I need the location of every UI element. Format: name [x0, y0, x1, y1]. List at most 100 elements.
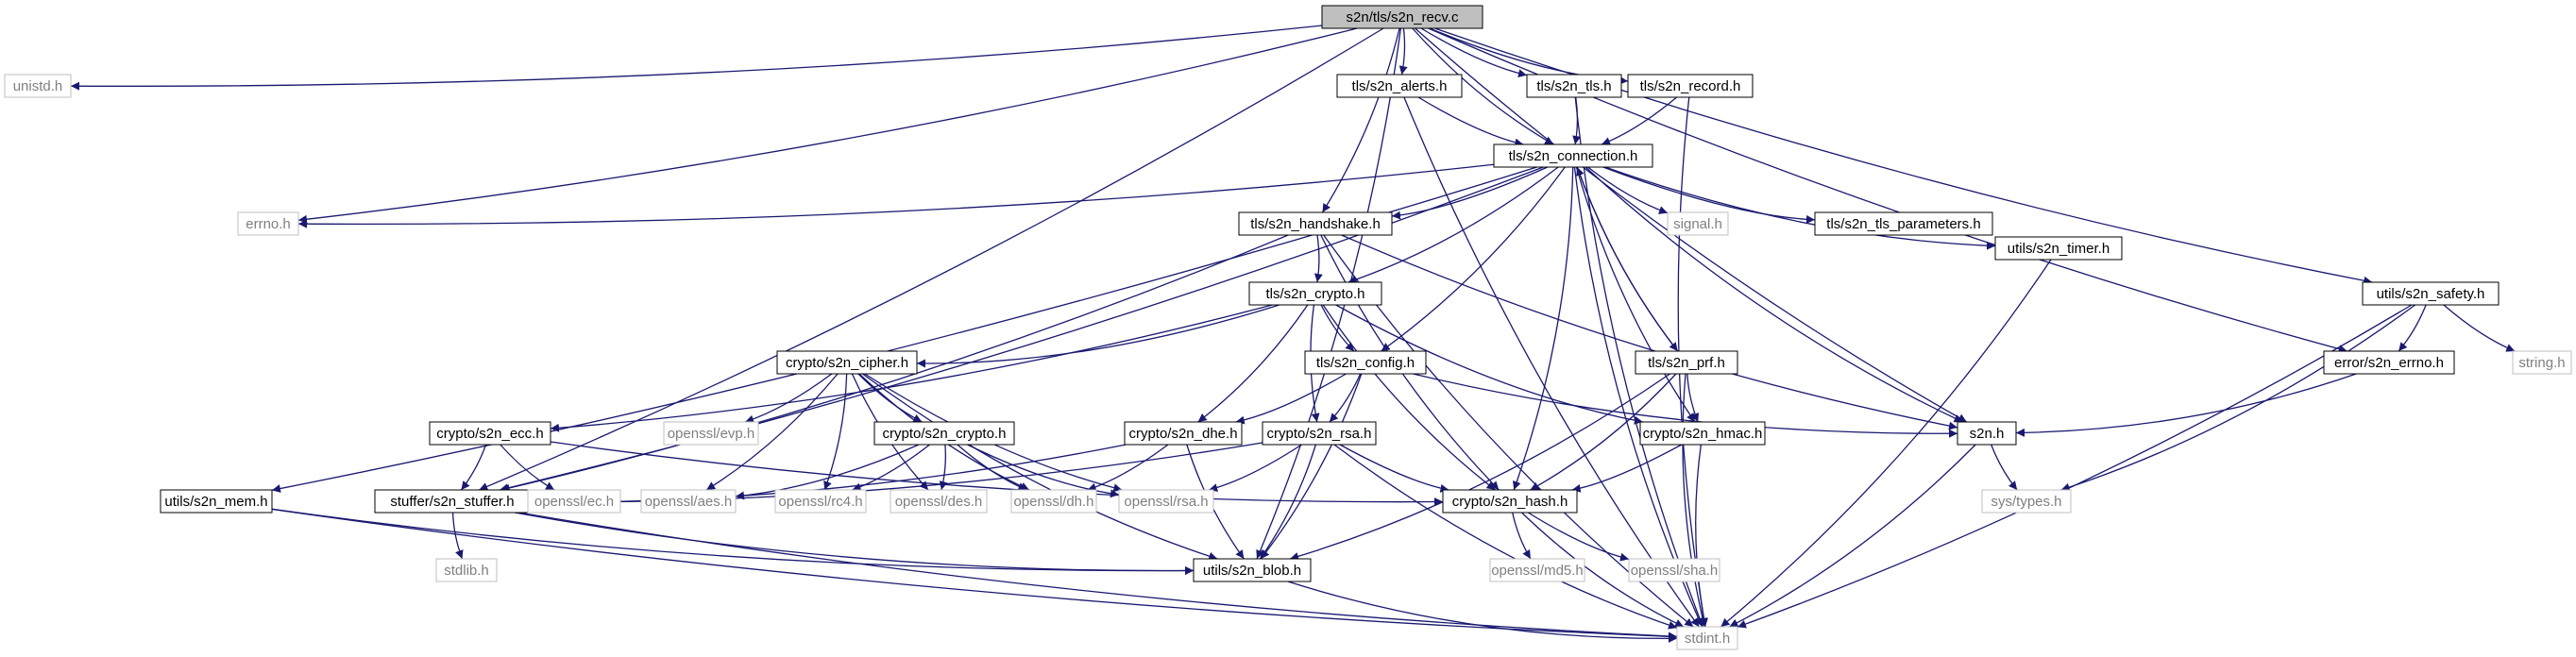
- edge-conn-to-timer: [1604, 166, 1996, 250]
- node-handshake-box: [1238, 211, 1393, 236]
- node-stuffer[interactable]: stuffer/s2n_stuffer.h: [374, 489, 531, 514]
- node-evp-box: [663, 421, 759, 446]
- node-aes-label: openssl/aes.h: [645, 494, 733, 510]
- node-hmac-label: crypto/s2n_hmac.h: [1643, 426, 1763, 442]
- node-rc4-label: openssl/rc4.h: [778, 494, 862, 510]
- edge-layer: [70, 25, 2516, 643]
- node-rsa-label: crypto/s2n_rsa.h: [1267, 426, 1372, 442]
- node-tls[interactable]: tls/s2n_tls.h: [1526, 74, 1622, 98]
- node-dhe-label: crypto/s2n_dhe.h: [1128, 426, 1237, 442]
- node-tlscrypto-label: tls/s2n_crypto.h: [1265, 286, 1364, 302]
- node-conn-label: tls/s2n_connection.h: [1509, 148, 1638, 164]
- node-rsa[interactable]: crypto/s2n_rsa.h: [1262, 421, 1377, 446]
- node-s2nh[interactable]: s2n.h: [1957, 421, 2017, 446]
- node-md5: openssl/md5.h: [1489, 558, 1585, 582]
- node-prf-label: tls/s2n_prf.h: [1648, 355, 1725, 371]
- node-stdlib-box: [435, 558, 498, 582]
- edge-ecc-to-stuffer: [460, 444, 487, 491]
- edge-tlscrypto-to-hash: [1322, 304, 1496, 491]
- edge-cipher-to-aes: [705, 373, 839, 491]
- node-config[interactable]: tls/s2n_config.h: [1304, 350, 1427, 375]
- edge-rsa-to-stuffer: [529, 442, 1263, 507]
- node-tlsparams-box: [1814, 211, 1993, 236]
- edge-prf-to-stdint: [1682, 373, 1707, 628]
- node-alerts-label: tls/s2n_alerts.h: [1352, 78, 1448, 94]
- node-md5-box: [1489, 558, 1585, 582]
- node-evp: openssl/evp.h: [663, 421, 759, 446]
- edge-cipher-to-evp: [744, 373, 833, 424]
- edge-s2nerrno-to-s2nh: [2015, 373, 2357, 437]
- node-config-box: [1304, 350, 1427, 375]
- node-unistd-label: unistd.h: [13, 78, 63, 94]
- node-config-label: tls/s2n_config.h: [1316, 355, 1415, 371]
- node-rc4-box: [774, 489, 867, 514]
- node-ccrypto[interactable]: crypto/s2n_crypto.h: [873, 421, 1015, 446]
- node-hmac-box: [1639, 421, 1766, 446]
- node-stdint-label: stdint.h: [1685, 631, 1730, 647]
- node-handshake[interactable]: tls/s2n_handshake.h: [1238, 211, 1393, 236]
- node-blob[interactable]: utils/s2n_blob.h: [1193, 558, 1312, 582]
- edge-stuffer-to-blob: [514, 512, 1195, 576]
- node-conn[interactable]: tls/s2n_connection.h: [1493, 143, 1653, 168]
- node-s2nerrno[interactable]: error/s2n_errno.h: [2323, 350, 2455, 375]
- node-tlscrypto[interactable]: tls/s2n_crypto.h: [1248, 281, 1382, 306]
- node-des-label: openssl/des.h: [895, 494, 983, 510]
- node-errno: errno.h: [237, 211, 299, 236]
- node-blob-label: utils/s2n_blob.h: [1203, 563, 1301, 579]
- node-md5-label: openssl/md5.h: [1491, 563, 1584, 579]
- edge-safety-to-string: [2443, 304, 2516, 352]
- node-unistd: unistd.h: [4, 74, 72, 98]
- node-mem[interactable]: utils/s2n_mem.h: [160, 489, 273, 514]
- node-hmac[interactable]: crypto/s2n_hmac.h: [1639, 421, 1766, 446]
- node-safety[interactable]: utils/s2n_safety.h: [2362, 281, 2500, 306]
- node-errno-label: errno.h: [246, 216, 291, 232]
- node-unistd-box: [4, 74, 72, 98]
- node-stdlib: stdlib.h: [435, 558, 498, 582]
- node-ccrypto-box: [873, 421, 1015, 446]
- node-cipher[interactable]: crypto/s2n_cipher.h: [776, 350, 918, 375]
- edge-cipher-to-blob: [861, 373, 1218, 561]
- edge-rsa-to-orsa: [1209, 444, 1302, 493]
- edge-handshake-to-s2nh: [1341, 234, 1958, 430]
- node-sha-box: [1628, 558, 1720, 582]
- edge-hmac-to-stdint: [1695, 444, 1708, 628]
- node-signal-label: signal.h: [1673, 216, 1722, 232]
- node-ecc[interactable]: crypto/s2n_ecc.h: [429, 421, 551, 446]
- node-dhe[interactable]: crypto/s2n_dhe.h: [1124, 421, 1243, 446]
- edge-cipher-to-rc4: [823, 373, 848, 491]
- node-systypes-box: [1981, 489, 2072, 514]
- edge-mem-to-stdint: [271, 508, 1678, 641]
- node-record[interactable]: tls/s2n_record.h: [1627, 74, 1754, 98]
- node-prf[interactable]: tls/s2n_prf.h: [1635, 350, 1738, 375]
- node-evp-label: openssl/evp.h: [668, 426, 755, 442]
- edge-alerts-to-stdint: [1403, 96, 1700, 628]
- edge-rsa-to-hash: [1339, 444, 1449, 493]
- edge-safety-to-s2nerrno: [2398, 304, 2427, 352]
- edge-ecc-to-hash: [550, 441, 1444, 507]
- edge-root-to-errno: [297, 27, 1358, 224]
- node-conn-box: [1493, 143, 1653, 168]
- node-tlsparams[interactable]: tls/s2n_tls_parameters.h: [1814, 211, 1993, 236]
- node-string: string.h: [2512, 350, 2572, 375]
- edge-s2nh-to-systypes: [1991, 444, 2018, 491]
- edge-prf-to-conn: [1576, 166, 1679, 352]
- node-sha-label: openssl/sha.h: [1631, 563, 1719, 579]
- edge-rsa-to-blob: [1259, 444, 1316, 560]
- node-root[interactable]: s2n/tls/s2n_recv.c: [1321, 5, 1483, 29]
- node-errno-box: [237, 211, 299, 236]
- node-alerts-box: [1336, 74, 1463, 98]
- node-timer-label: utils/s2n_timer.h: [2008, 241, 2110, 257]
- node-hash[interactable]: crypto/s2n_hash.h: [1442, 489, 1578, 514]
- node-timer[interactable]: utils/s2n_timer.h: [1994, 236, 2123, 261]
- node-alerts[interactable]: tls/s2n_alerts.h: [1336, 74, 1463, 98]
- node-root-label: s2n/tls/s2n_recv.c: [1347, 9, 1459, 25]
- edge-prf-to-hmac: [1686, 373, 1700, 423]
- edge-handshake-to-tlscrypto: [1313, 234, 1323, 283]
- node-stuffer-label: stuffer/s2n_stuffer.h: [390, 494, 514, 510]
- node-tls-box: [1526, 74, 1622, 98]
- node-ec: openssl/ec.h: [527, 489, 621, 514]
- node-string-label: string.h: [2518, 355, 2565, 371]
- edge-root-to-unistd: [70, 25, 1323, 91]
- node-dh: openssl/dh.h: [1010, 489, 1097, 514]
- node-tlscrypto-box: [1248, 281, 1382, 306]
